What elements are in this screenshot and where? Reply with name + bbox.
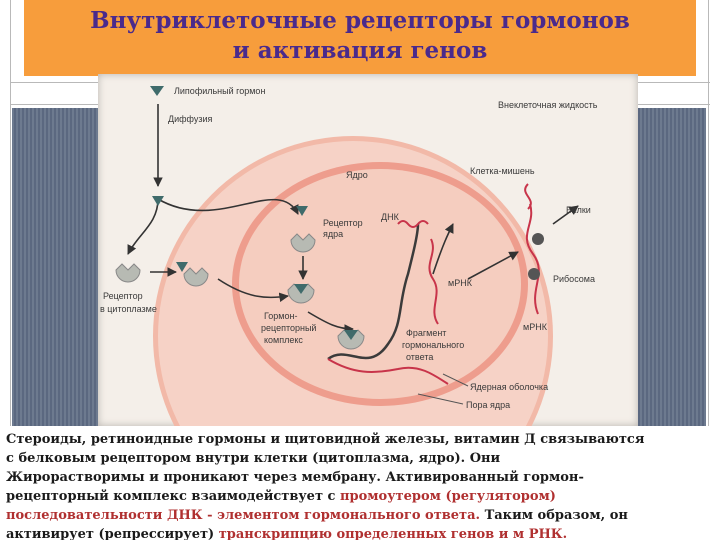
diagram-canvas: Липофильный гормон Диффузия Внеклеточная… (100, 86, 598, 426)
label-fragment-1: Фрагмент (406, 328, 446, 338)
caption-line-2: с белковым рецептором внутри клетки (цит… (6, 451, 501, 466)
caption-text: Стероиды, ретиноидные гормоны и щитовидн… (0, 426, 720, 540)
caption-line-4: рецепторный комплекс взаимодействует с п… (6, 487, 720, 506)
hormone-icon (294, 284, 308, 294)
mrna-cytoplasm (525, 203, 540, 315)
slide-frame-left (10, 0, 11, 430)
label-target-cell: Клетка-мишень (470, 166, 535, 176)
slide-title-line-1: Внутриклеточные рецепторы гормонов (90, 7, 630, 34)
cytoplasmic-receptor-icon (115, 263, 141, 283)
arrow-complex (217, 278, 289, 303)
caption-line-6-text: активирует (репрессирует) (6, 527, 219, 540)
receptor-hormone-icon (183, 267, 209, 287)
hormone-icon (150, 86, 164, 96)
hormone-icon (152, 196, 164, 206)
hormone-icon (296, 206, 308, 216)
caption-line-5-text: Таким образом, он (480, 508, 628, 523)
label-nuclear-receptor-2: ядра (323, 229, 343, 239)
arrow-to-proteins (552, 205, 579, 225)
pore-pointer (417, 393, 464, 405)
label-ribosome: Рибосома (553, 274, 595, 284)
label-fragment-2: гормонального (402, 340, 464, 350)
caption-line-5: последовательности ДНК - элементом гормо… (6, 506, 720, 525)
protein-chain (524, 183, 532, 210)
label-cyto-receptor-2: в цитоплазме (100, 304, 157, 314)
envelope-pointer (442, 373, 469, 387)
slide-frame-right (708, 0, 709, 430)
label-dna: ДНК (381, 212, 400, 222)
dna-strand-red (327, 358, 449, 385)
hormone-icon (344, 330, 358, 340)
label-diffusion: Диффузия (168, 114, 212, 124)
caption-highlight-dna-element: последовательности ДНК - элементом гормо… (6, 508, 481, 523)
diagram-photo: Липофильный гормон Диффузия Внеклеточная… (98, 74, 638, 426)
arrow-to-ribosome (467, 251, 519, 280)
ribosome-icon (528, 268, 540, 280)
nucleus (239, 169, 521, 399)
label-nuclear-envelope: Ядерная оболочка (470, 382, 548, 392)
label-lipophilic-hormone: Липофильный гормон (174, 86, 265, 96)
slide-title-line-2: и активация генов (232, 37, 488, 64)
label-fragment-3: ответа (406, 352, 433, 362)
label-nuclear-pore: Пора ядра (466, 400, 510, 410)
label-nuclear-receptor-1: Рецептор (323, 218, 363, 228)
slide-title: Внутриклеточные рецепторы гормонов и акт… (24, 0, 696, 76)
arrow-to-cyto-receptor (127, 198, 159, 255)
label-mrna-nucleus: мРНК (448, 278, 473, 288)
label-mrna-cyto: мРНК (523, 322, 548, 332)
caption-highlight-transcription: транскрипцию определенных генов и м РНК. (218, 527, 568, 540)
dna-strand (327, 223, 420, 361)
arrow-to-nucleus (157, 198, 299, 215)
caption-line-3: Жирорастворимы и проникают через мембран… (6, 470, 584, 485)
dna-helix (397, 220, 429, 228)
hormone-icon (176, 262, 188, 272)
label-extracellular-fluid: Внеклеточная жидкость (498, 100, 598, 110)
caption-line-1: Стероиды, ретиноидные гормоны и щитовидн… (6, 432, 645, 447)
arrow-to-dna (307, 311, 354, 334)
label-complex-1: Гормон- (264, 311, 297, 321)
caption-highlight-promoter: промоутером (регулятором) (339, 489, 556, 504)
mrna-nuclear (428, 238, 439, 325)
label-complex-3: комплекс (264, 335, 303, 345)
caption-line-6: активирует (репрессирует) транскрипцию о… (6, 525, 720, 540)
label-proteins: Белки (566, 205, 591, 215)
ribosome-icon (532, 233, 544, 245)
label-nucleus: Ядро (346, 170, 368, 180)
label-complex-2: рецепторный (261, 323, 316, 333)
caption-line-4-text: рецепторный комплекс взаимодействует с (6, 489, 340, 504)
label-cyto-receptor-1: Рецептор (103, 291, 143, 301)
arrow-mrna-export (432, 223, 454, 275)
nuclear-receptor-icon (290, 233, 316, 253)
